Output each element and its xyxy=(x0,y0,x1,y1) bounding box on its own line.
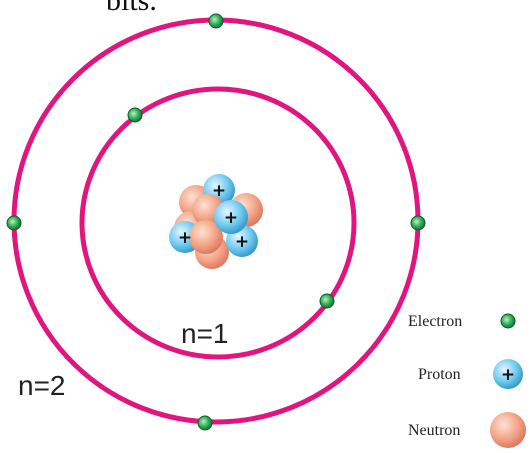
legend-neutron-icon xyxy=(490,412,526,448)
electron xyxy=(209,14,223,28)
proton-sign: + xyxy=(178,228,192,248)
orbit-label-n2: n=2 xyxy=(18,372,66,400)
heading-fragment: bits. xyxy=(106,0,157,16)
legend-electron-label: Electron xyxy=(408,314,462,330)
proton-sign: + xyxy=(235,232,249,252)
nucleus: + + + + xyxy=(169,174,263,269)
orbit-label-n1: n=1 xyxy=(181,320,229,348)
electron xyxy=(128,108,142,122)
electron xyxy=(411,216,425,230)
proton-sign: + xyxy=(212,181,226,201)
proton-sign: + xyxy=(224,208,238,228)
legend-electron-icon xyxy=(501,314,515,328)
electron xyxy=(7,216,21,230)
electron xyxy=(320,294,334,308)
legend-neutron-label: Neutron xyxy=(408,423,460,439)
electron xyxy=(198,416,212,430)
legend-proton-label: Proton xyxy=(418,367,461,383)
legend-proton-sign: + xyxy=(501,365,515,385)
